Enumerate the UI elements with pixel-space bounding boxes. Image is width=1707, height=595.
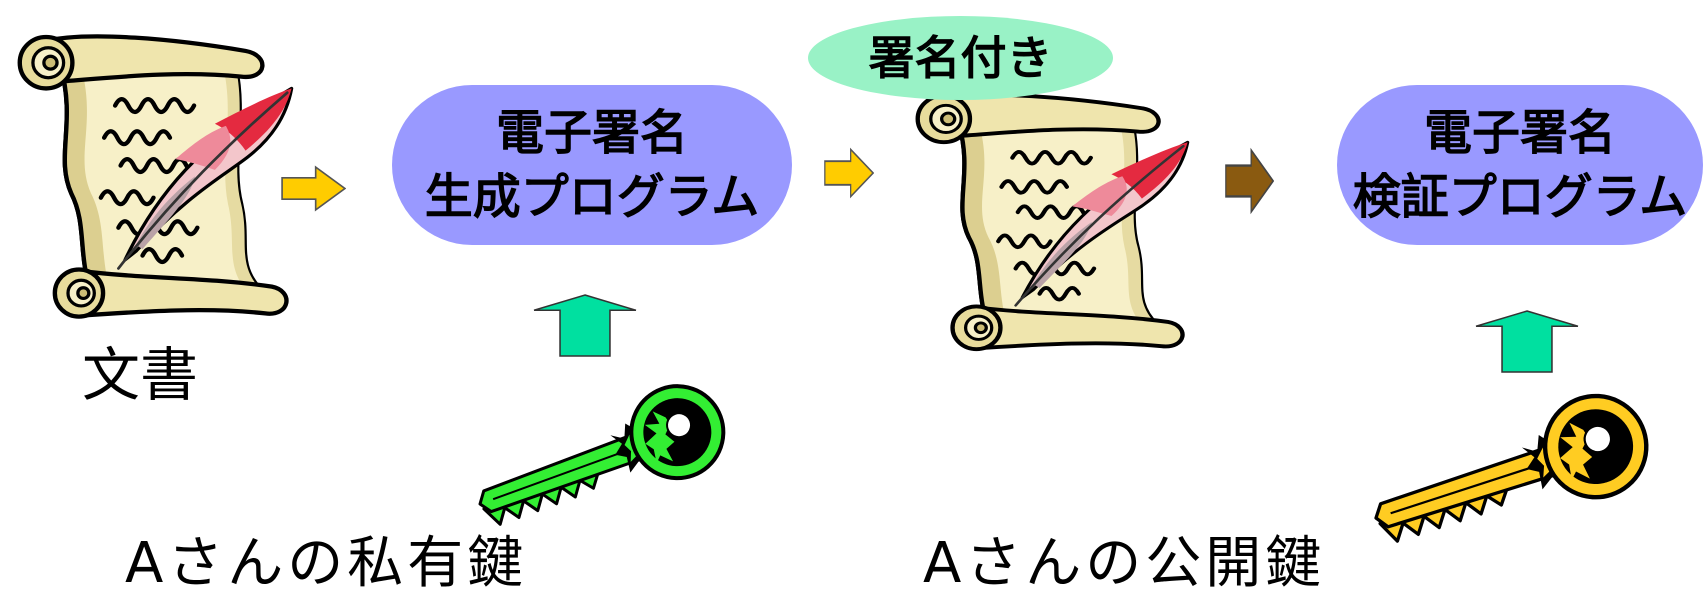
signature-verification-program: 電子署名 検証プログラム [1337, 85, 1703, 245]
private-key-label: Aさんの私有鍵 [125, 531, 528, 595]
green-key-icon [462, 371, 739, 550]
program-subtitle: 検証プログラム [1352, 169, 1688, 225]
scroll-quill-icon [11, 22, 296, 322]
arrow-up-icon [1475, 310, 1579, 373]
arrow-right-icon [281, 165, 346, 212]
program-subtitle: 生成プログラム [424, 169, 760, 225]
program-title: 電子署名 [495, 105, 688, 161]
arrow-right-icon [824, 147, 874, 199]
signature-generation-program: 電子署名 生成プログラム [392, 85, 792, 245]
gold-key-icon [1370, 392, 1655, 544]
arrow-right-icon [1225, 147, 1274, 215]
scroll-quill-icon [909, 82, 1192, 354]
program-title: 電子署名 [1423, 105, 1616, 161]
public-key-label: Aさんの公開鍵 [923, 531, 1326, 595]
signed-badge: 署名付き [808, 16, 1113, 100]
signed-badge-label: 署名付き [868, 31, 1053, 85]
arrow-up-icon [533, 294, 637, 357]
document-label: 文書 [82, 341, 199, 409]
